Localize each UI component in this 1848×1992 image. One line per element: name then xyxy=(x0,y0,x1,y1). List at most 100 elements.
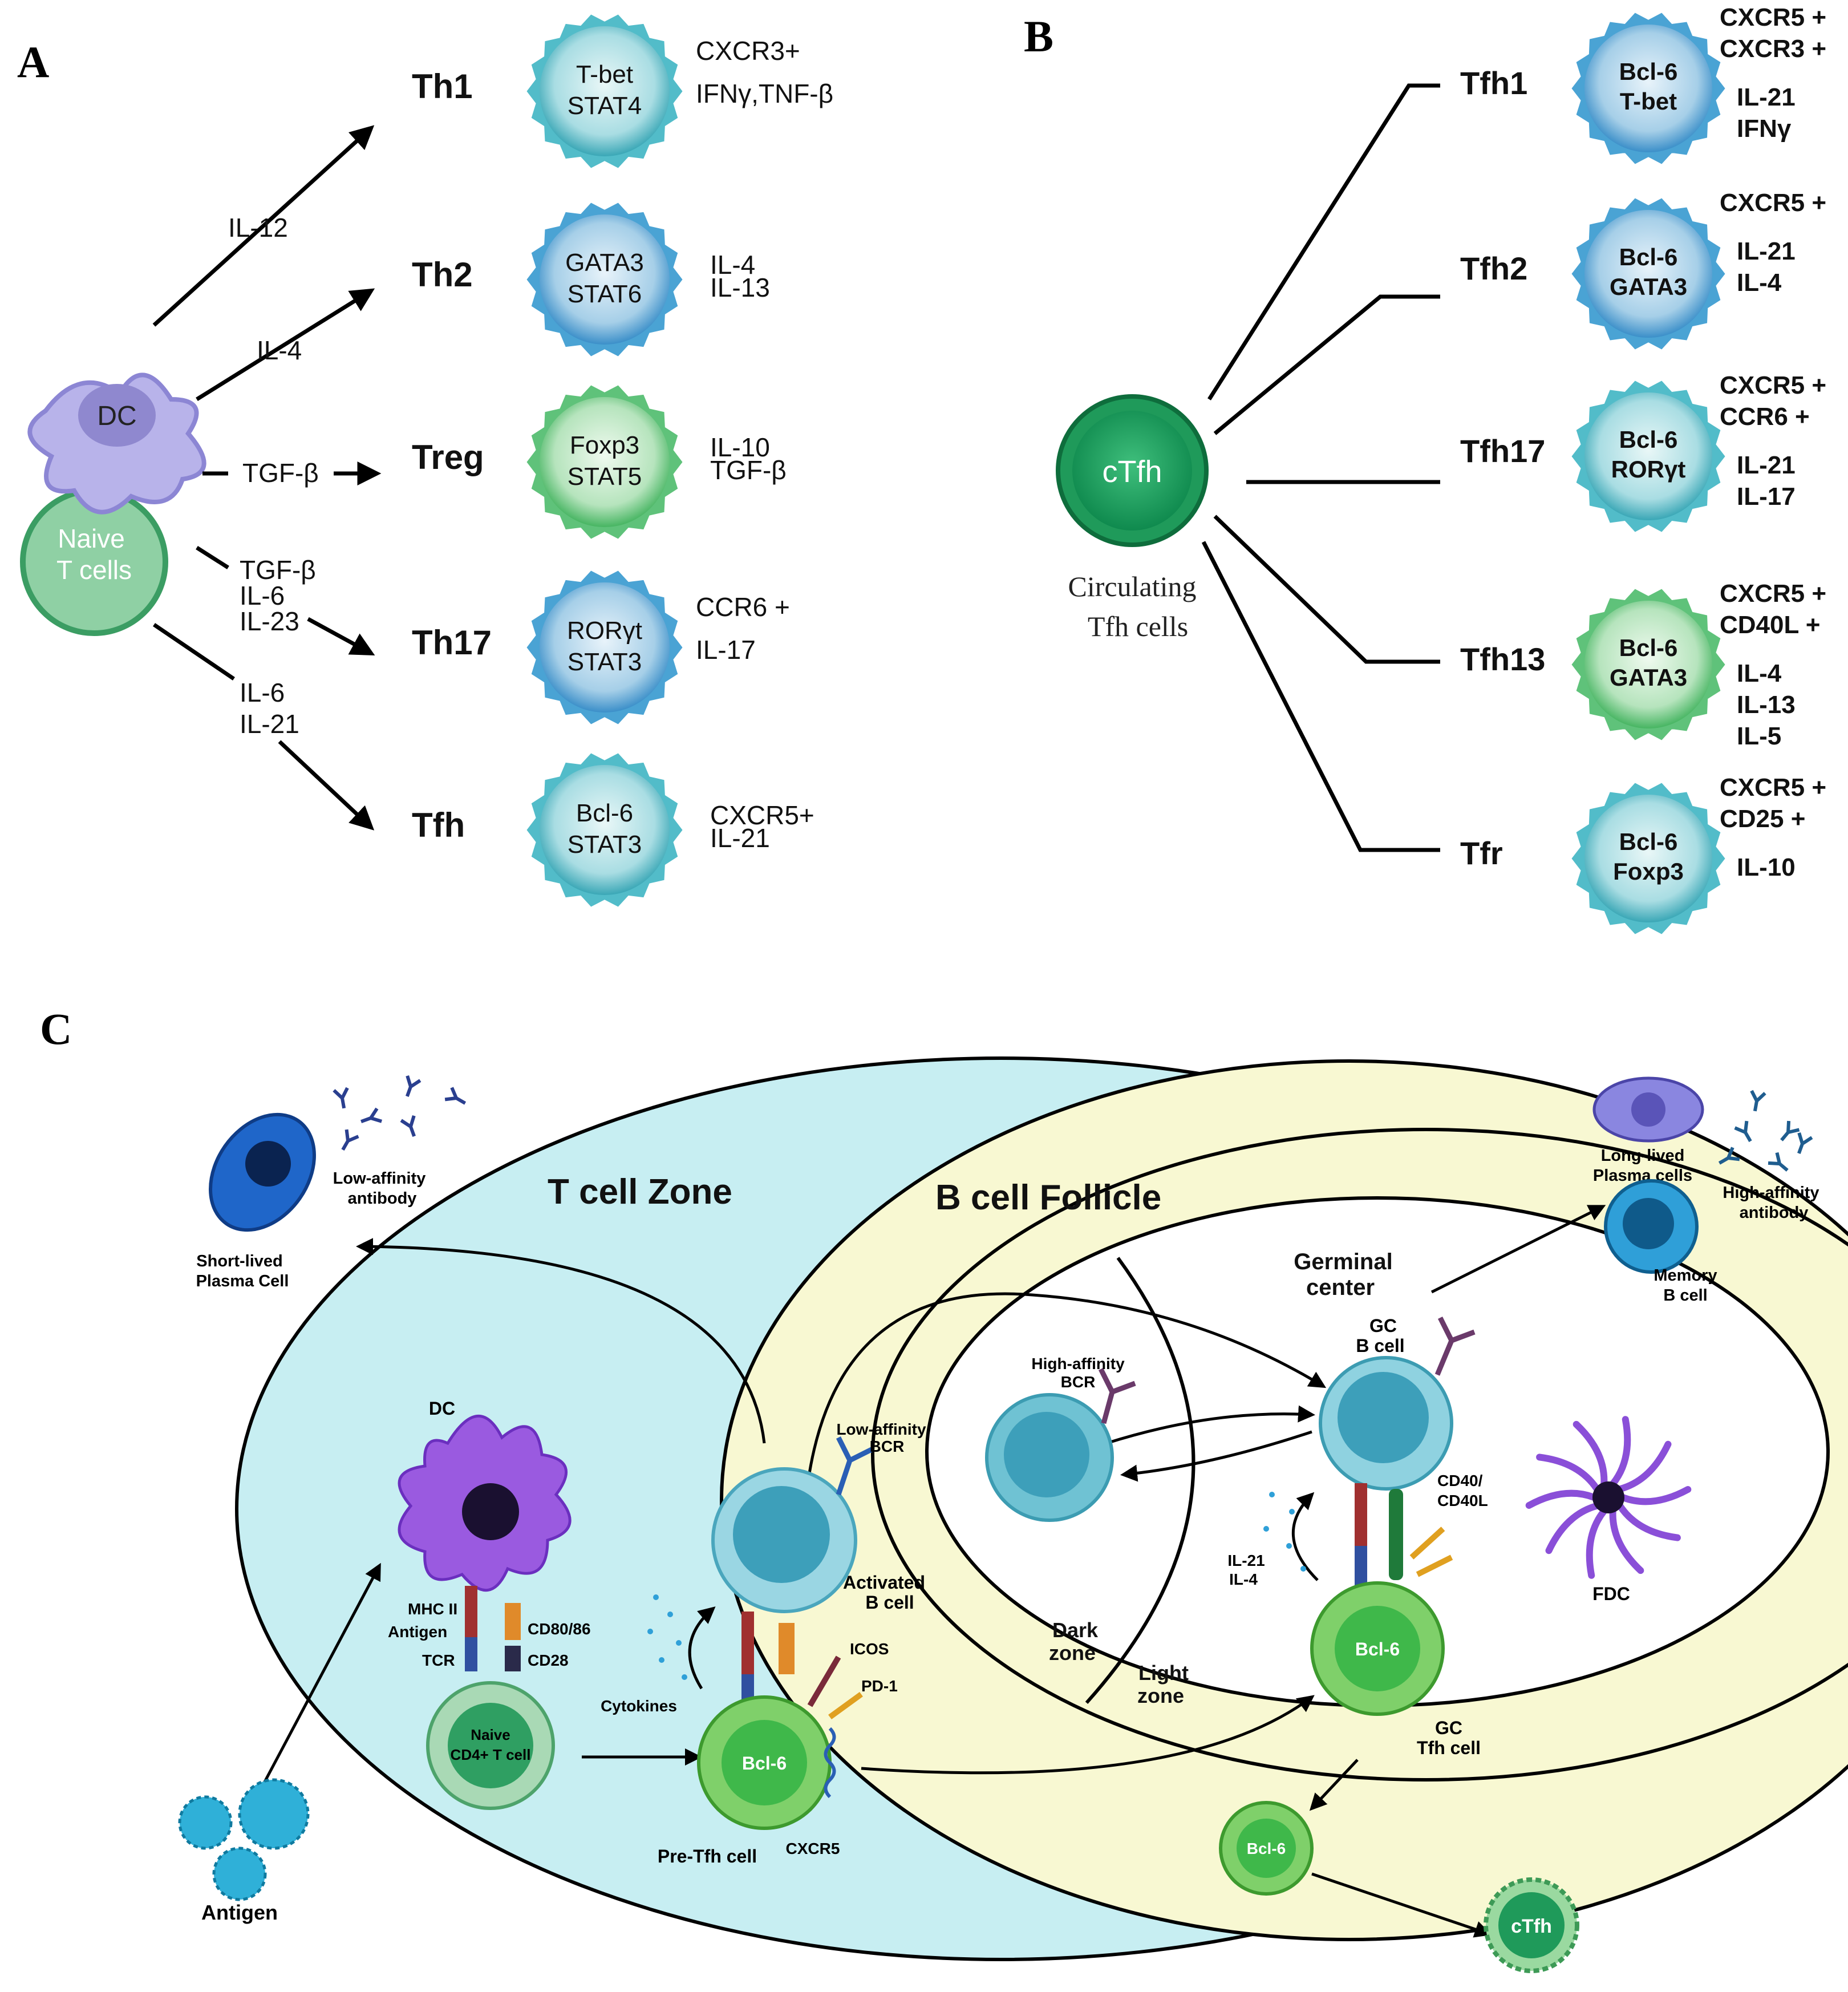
subset-m2-tfh: IL-21 xyxy=(710,823,770,853)
ctfh-caption-1: Circulating xyxy=(1068,570,1197,602)
arrow-antigen-to-dc xyxy=(255,1562,381,1798)
fdc-arm-4 xyxy=(1545,1502,1600,1554)
dot xyxy=(659,1657,664,1663)
b-follicle-label: B cell Follicle xyxy=(935,1178,1161,1217)
subset-m2-th1: IFNγ,TNF-β xyxy=(696,79,833,108)
fdc-arm-5 xyxy=(1525,1489,1598,1509)
subset-cell-tfh-body xyxy=(540,765,670,895)
subset-tf2-th2: STAT6 xyxy=(568,280,642,308)
b-subset-cell-tfh1-body xyxy=(1584,25,1712,152)
long-plasma-nucleus xyxy=(1631,1092,1665,1127)
pd1-icon xyxy=(828,1691,863,1720)
label-tfh-1: IL-6 xyxy=(240,678,285,707)
b-subset-cell-tfh2 xyxy=(1571,198,1725,350)
b-marker-tfh13-0: CXCR5 + xyxy=(1720,580,1826,608)
b-tf1-tfh2: Bcl-6 xyxy=(1619,244,1678,270)
low-ab-2 xyxy=(341,1129,359,1151)
gc-pd1-icon xyxy=(1409,1527,1453,1577)
naive-cd4-nucleus xyxy=(448,1703,533,1788)
t-zone-label: T cell Zone xyxy=(548,1172,732,1212)
arrow-pretfh-to-gc xyxy=(861,1695,1315,1775)
b-subset-name-tfh13: Tfh13 xyxy=(1460,641,1545,677)
label-tgfb: TGF-β xyxy=(242,458,319,488)
subset-m2-th17: IL-17 xyxy=(696,635,756,665)
fdc-arm-2 xyxy=(1609,1507,1644,1574)
gc-label-1: Germinal xyxy=(1294,1249,1392,1274)
label-th17-1: TGF-β xyxy=(240,555,316,585)
dot xyxy=(682,1674,687,1680)
tcr-bar xyxy=(465,1637,477,1671)
bcr-icon xyxy=(836,1436,874,1496)
b-tf2-tfh13: GATA3 xyxy=(1610,664,1687,691)
gc-tfh-1: GC xyxy=(1435,1718,1462,1738)
gc-bcr-icon xyxy=(1434,1316,1476,1376)
cd28-bar xyxy=(505,1646,521,1671)
subset-tf1-th2: GATA3 xyxy=(565,249,644,277)
subset-tf1-th17: RORγt xyxy=(567,617,642,645)
dot xyxy=(1286,1543,1292,1549)
dot xyxy=(667,1612,673,1617)
light-zone-2: zone xyxy=(1137,1684,1184,1707)
b-marker-tfh2-0: CXCR5 + xyxy=(1720,189,1826,217)
b-subset-name-tfh17: Tfh17 xyxy=(1460,433,1545,469)
high-ab-2 xyxy=(1780,1120,1800,1141)
fdc-arm-3 xyxy=(1586,1507,1608,1579)
memory-1: Memory xyxy=(1654,1266,1717,1285)
long-lived-plasma-cell: Long-lived Plasma cells High-affinity an… xyxy=(1592,1076,1819,1222)
b-marker-tfh1-0: CXCR5 + xyxy=(1720,3,1826,31)
b-marker-tfr-1: CD25 + xyxy=(1720,805,1805,833)
b-tf2-tfh17: RORγt xyxy=(1611,456,1686,483)
subset-name-tfh: Tfh xyxy=(412,806,465,844)
b-marker-tfh1-2: IL-21 xyxy=(1737,83,1796,111)
ctfh-core xyxy=(1072,411,1192,531)
naive-label-2: T cells xyxy=(56,555,132,585)
panel-b-letter: B xyxy=(1024,11,1053,61)
low-ab-0 xyxy=(333,1087,349,1109)
fdc-arms xyxy=(1525,1416,1692,1579)
b-tf2-tfr: Foxp3 xyxy=(1613,858,1684,885)
low-ab-3-shape xyxy=(400,1115,416,1137)
icos-icon xyxy=(807,1655,841,1707)
arrow-gc-to-exit xyxy=(1309,1759,1359,1811)
b-marker-tfh1-3: IFNγ xyxy=(1737,115,1792,143)
dc-nucleus xyxy=(78,384,156,447)
panel-a-letter: A xyxy=(17,37,49,87)
subset-cell-th1 xyxy=(526,14,683,168)
subset-m1-th17: CCR6 + xyxy=(696,592,790,622)
subset-cell-th17 xyxy=(526,570,683,724)
subset-m1-th2: IL-4 xyxy=(710,250,755,280)
activated-b-nucleus xyxy=(733,1486,830,1583)
cxcr5-label: CXCR5 xyxy=(786,1840,840,1857)
subset-m2-treg: TGF-β xyxy=(710,455,787,485)
cd40-b xyxy=(779,1623,795,1674)
high-aff-bcr-2: BCR xyxy=(1061,1373,1096,1391)
high-ab-0 xyxy=(1750,1090,1766,1112)
dc-c-nucleus xyxy=(462,1483,519,1540)
arrow-to-th1 xyxy=(152,125,375,327)
dot xyxy=(1289,1509,1295,1515)
low-ab-1 xyxy=(406,1075,422,1097)
plasma-cell-nucleus xyxy=(245,1141,291,1187)
arrow-lz-to-dz xyxy=(1120,1430,1312,1482)
activated-2: B cell xyxy=(865,1592,914,1613)
panel-b-branches xyxy=(1201,83,1440,852)
b-marker-tfh17-1: CCR6 + xyxy=(1720,403,1810,431)
mhc-label: MHC II xyxy=(408,1600,457,1618)
gc-tfh-nucleus xyxy=(1335,1606,1420,1691)
high-aff-bcr-1: High-affinity xyxy=(1031,1355,1125,1372)
b-subset-cell-tfh17 xyxy=(1571,380,1725,532)
icos-label: ICOS xyxy=(850,1640,889,1658)
dc-cell: DC Naive T cells xyxy=(20,373,206,636)
dark-zone-1: Dark xyxy=(1052,1618,1099,1642)
branch-tfr xyxy=(1201,541,1440,852)
cd80-label: CD80/86 xyxy=(528,1620,591,1638)
panel-c-arrows xyxy=(255,1205,1606,1938)
subset-name-th2: Th2 xyxy=(412,256,473,294)
b-marker-tfh17-2: IL-21 xyxy=(1737,451,1796,479)
gc-tcr xyxy=(1355,1546,1367,1586)
cytokine-arrow-1 xyxy=(688,1606,716,1690)
low-ab-0-shape xyxy=(333,1087,349,1109)
fdc-arm-8 xyxy=(1609,1416,1631,1488)
dot xyxy=(653,1594,659,1600)
